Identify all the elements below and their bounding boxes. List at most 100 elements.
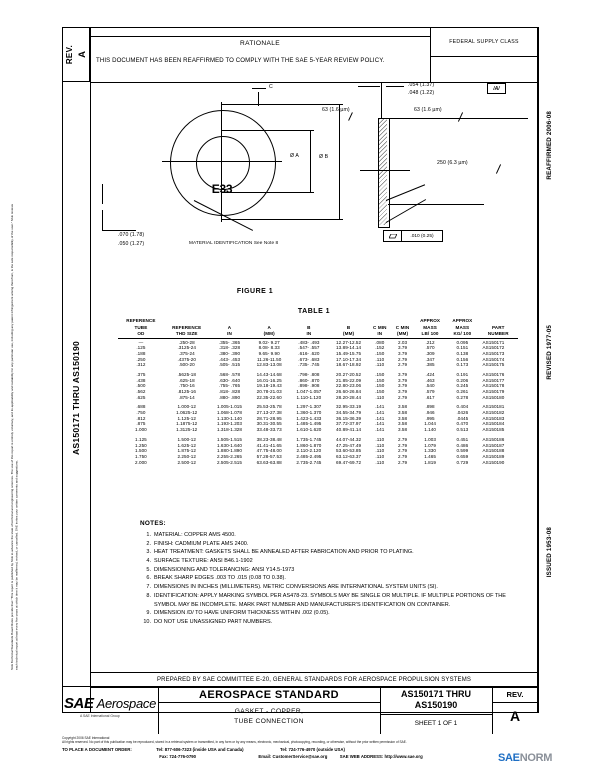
table-cell: 2.505-2.515 — [216, 459, 243, 465]
table-cell: 41.41-41.65 — [256, 442, 282, 448]
table-cell: .750 — [136, 410, 146, 416]
table-cell: .318- .328 — [218, 345, 241, 351]
table-cell: .547- .557 — [298, 345, 320, 351]
table-cell: 1.003 — [424, 436, 436, 442]
th-l2-1: REFERENCE — [172, 324, 202, 330]
table-cell: .875 — [136, 421, 146, 427]
table-cell-part-number: AS150177 — [482, 377, 505, 383]
gasket-outer-circle — [170, 110, 276, 216]
note-text: IDENTIFICATION: APPLY MARKING SYMBOL PER… — [154, 592, 506, 608]
table-cell-part-number: AS150189 — [482, 453, 505, 459]
table-cell: 1.318-1.328 — [216, 427, 243, 433]
note-number: 9. — [146, 610, 151, 617]
sae-logo-aerospace-word: Aerospace — [96, 695, 157, 711]
side-view-top-line — [388, 118, 528, 119]
title-block-title-rule — [158, 702, 380, 703]
table-cell: .4375-20 — [177, 356, 196, 362]
title-block-logo-cell — [62, 686, 159, 734]
table-cell-part-number: AS150183 — [482, 415, 505, 421]
title-block — [62, 686, 538, 735]
note-item: 9.DIMENSION /D/ TO HAVE UNIFORM THICKNES… — [140, 609, 530, 618]
table-cell: 1.860-1.870 — [296, 442, 322, 448]
table-cell: 1.3125-12 — [176, 427, 198, 433]
subject-line-2: TUBE CONNECTION — [234, 718, 304, 725]
note-text: BREAK SHARP EDGES .003 TO .015 (0.08 TO … — [154, 575, 286, 582]
table-cell: 16.01-16.25 — [256, 377, 282, 383]
note-text: HEAT TREATMENT: GASKETS SHALL BE ANNEALE… — [154, 549, 414, 556]
table-cell: 0.261 — [456, 389, 469, 395]
note-item: 7.DIMENSIONS IN INCHES (MILLIMETERS). ME… — [140, 583, 530, 592]
note-text: DIMENSIONING AND TOLERANCING: ANSI Y14.5… — [154, 566, 295, 573]
table-cell: 2.03 — [397, 339, 408, 345]
figure-drawing: E33 C Ø B Ø A .070 (1.78) .050 (1.27) MA… — [90, 82, 538, 314]
table-cell: 1.068-1.078 — [216, 410, 243, 416]
th-l3-7: (MM) — [391, 331, 414, 340]
table-cell: .110 — [375, 453, 385, 459]
material-identification-symbol: E33 — [211, 182, 233, 196]
table-cell: .141 — [375, 404, 385, 410]
table-cell: 12.27-12.52 — [336, 339, 362, 345]
table-cell: 3.79 — [397, 345, 408, 351]
table-cell-part-number: AS150190 — [482, 459, 505, 465]
table-cell: 47.75-48.00 — [256, 448, 282, 454]
table-cell: 34.55-34.79 — [336, 410, 362, 416]
note-number: 3. — [146, 549, 151, 556]
note-item: 5.DIMENSIONING AND TOLERANCING: ANSI Y14… — [140, 566, 530, 575]
table-cell: .898- .908 — [298, 383, 320, 389]
note-number: 2. — [146, 540, 151, 547]
table-cell: 0.245 — [456, 383, 469, 389]
th-l2-0: TUBE — [134, 324, 148, 330]
dim-b-ext-bottom — [221, 219, 343, 220]
th-l3-9: KG/ 100 — [446, 331, 479, 340]
th-l2-8: MASS — [423, 324, 437, 330]
side-view-mid-line — [388, 204, 484, 205]
table-cell: 0.729 — [456, 459, 469, 465]
th-l3-5: (MM) — [328, 331, 369, 340]
table-caption: TABLE 1 — [297, 308, 331, 315]
table-cell-part-number: AS150171 — [482, 339, 505, 345]
table-cell: 12.83-13.08 — [256, 362, 282, 368]
footer-tel-intl[interactable]: Tel: 724-776-4970 (outside USA) — [280, 746, 345, 752]
table-cell: .309 — [425, 350, 435, 356]
note-item: 1.MATERIAL: COPPER AMS 4500. — [140, 531, 530, 540]
th-l2-10: PART — [491, 324, 505, 330]
table-cell: .463 — [425, 377, 435, 383]
title-block-number-cell — [380, 686, 493, 734]
footer-tel-us[interactable]: Tel: 877-606-7323 (inside USA and Canada… — [156, 746, 244, 752]
material-id-note: MATERIAL IDENTIFICATION See Note 8 — [189, 240, 279, 245]
footer-web[interactable]: SAE WEB ADDRESS: http://www.sae.org — [339, 754, 423, 760]
table-cell: 53.60-53.85 — [336, 448, 362, 454]
table-cell: .380- .390 — [218, 350, 241, 356]
finish-250-label: 250 (6.3 µm) — [437, 160, 468, 166]
table-cell-part-number: AS150185 — [482, 427, 505, 433]
footer-email[interactable]: Email: CustomerService@sae.org — [258, 754, 328, 760]
watermark-norm-word: NORM — [519, 752, 553, 764]
table-cell: 1.819 — [424, 459, 436, 465]
table-cell: 0.206 — [456, 377, 469, 383]
note-number: 6. — [146, 575, 151, 582]
th-l1-7 — [391, 318, 414, 325]
table-cell: .995 — [425, 415, 435, 421]
dim-a-label: Ø A — [290, 153, 299, 159]
table-cell-part-number: AS150178 — [482, 383, 505, 389]
footer-rights-reserved: All rights reserved. No part of this pub… — [62, 740, 407, 745]
table-cell-part-number: AS150182 — [482, 410, 505, 416]
th-l3-10: NUMBER — [478, 331, 518, 340]
table-cell: 0.659 — [456, 453, 469, 459]
date-reaffirmed: REAFFIRMED 2006-08 — [545, 110, 553, 180]
table-cell: 37.72-37.97 — [336, 421, 362, 427]
table-cell: 28.20-28.44 — [336, 394, 362, 400]
table-cell: 3.79 — [397, 389, 408, 395]
notes-list: 1.MATERIAL: COPPER AMS 4500.2.FINISH: CA… — [140, 531, 530, 627]
table-cell: .141 — [375, 410, 385, 416]
table-cell: .616- .620 — [298, 350, 320, 356]
table-cell: 22.80-23.06 — [336, 383, 362, 389]
table-cell: 3.58 — [397, 410, 408, 416]
table-cell: 27.13-27.38 — [256, 410, 282, 416]
th-l2-2: A — [227, 324, 232, 330]
